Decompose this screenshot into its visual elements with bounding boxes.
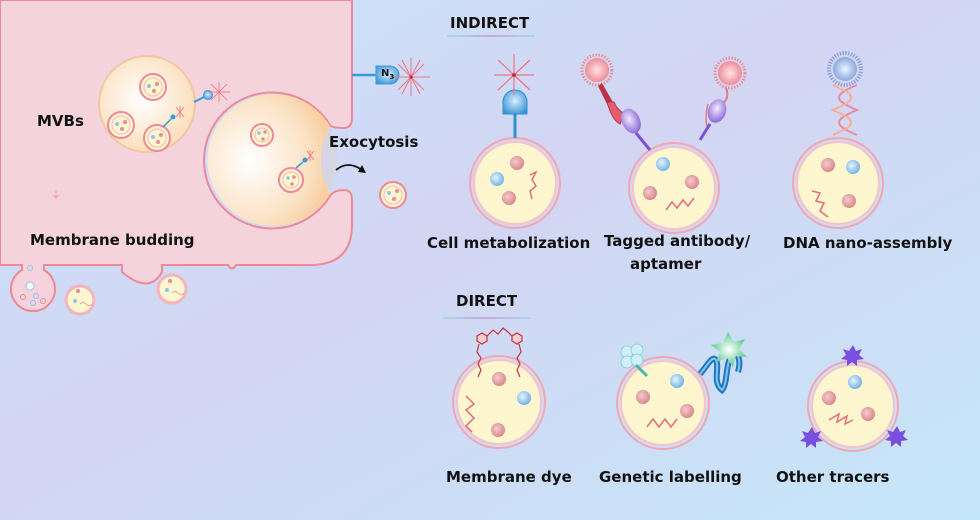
exosome xyxy=(278,150,315,193)
exosome-other-tracers xyxy=(807,360,899,452)
azide-subscript: 3 xyxy=(389,73,395,81)
section-header-indirect: INDIRECT xyxy=(450,14,530,32)
indirect-underline xyxy=(447,35,535,37)
intraluminal-vesicle xyxy=(139,73,167,101)
released-microvesicle xyxy=(156,273,188,305)
protein-blue xyxy=(656,157,670,171)
budding-vesicle xyxy=(20,265,46,306)
inner-membrane xyxy=(796,141,880,225)
intraluminal-vesicle xyxy=(143,106,185,152)
rna-strand xyxy=(646,417,678,429)
released-microvesicle xyxy=(64,284,96,316)
rna-strand xyxy=(464,395,476,433)
label-cell-metabolization: Cell metabolization xyxy=(427,234,591,252)
dna-nano-assembly-probe xyxy=(827,51,863,136)
protein-blue xyxy=(490,172,504,186)
azide-symbol: N xyxy=(381,68,390,79)
label-tagged-antibody-line2: aptamer xyxy=(630,255,702,273)
exosome-cell-metabolization xyxy=(469,137,561,229)
label-other-tracers: Other tracers xyxy=(776,468,890,486)
antibody-probe-right xyxy=(698,56,747,141)
protein-red xyxy=(502,191,516,205)
label-membrane-dye: Membrane dye xyxy=(446,468,572,486)
protein-blue xyxy=(846,160,860,174)
other-tracers xyxy=(800,345,908,448)
protein-red xyxy=(680,404,694,418)
protein-red xyxy=(510,156,524,170)
mvbs-label: MVBs xyxy=(37,112,84,130)
rna-strand xyxy=(828,412,854,426)
rna-strand xyxy=(529,170,538,200)
protein-blue xyxy=(670,374,684,388)
antibody-probe-left xyxy=(580,53,652,151)
intraluminal-vesicle xyxy=(107,111,135,139)
inner-membrane xyxy=(473,141,557,225)
exosome-dna-nano-assembly xyxy=(792,137,884,229)
protein-red xyxy=(492,372,506,386)
fluorophore-icon xyxy=(208,82,230,102)
exosome-genetic-labelling xyxy=(616,356,710,450)
label-genetic-labelling: Genetic labelling xyxy=(599,468,742,486)
rna-strand xyxy=(811,190,829,218)
protein-red xyxy=(861,407,875,421)
protein-blue xyxy=(848,375,862,389)
exosome xyxy=(250,123,274,147)
click-chemistry-probe xyxy=(494,54,534,138)
mvb xyxy=(98,55,230,153)
protein-red xyxy=(822,391,836,405)
exocytosis-label: Exocytosis xyxy=(329,133,419,151)
inner-membrane xyxy=(456,359,542,445)
outer-membrane xyxy=(616,356,710,450)
label-dna-nano-assembly: DNA nano-assembly xyxy=(783,234,953,252)
exosome-tagged-antibody xyxy=(628,142,720,234)
rna-strand xyxy=(665,197,695,211)
label-tagged-antibody-line1: Tagged antibody/ xyxy=(604,232,751,250)
protein-blue xyxy=(517,391,531,405)
inner-membrane xyxy=(620,360,706,446)
section-header-direct: DIRECT xyxy=(456,292,518,310)
exocytosis-pit xyxy=(207,94,338,226)
protein-red xyxy=(491,423,505,437)
inner-membrane xyxy=(811,364,895,448)
protein-red xyxy=(636,390,650,404)
azide-label: N3 xyxy=(381,68,394,81)
direct-underline xyxy=(443,317,531,319)
azide-probe xyxy=(352,58,430,96)
protein-red xyxy=(685,175,699,189)
exosome-membrane-dye xyxy=(452,355,546,449)
outer-membrane xyxy=(792,137,884,229)
protein-red xyxy=(643,186,657,200)
inner-membrane xyxy=(632,146,716,230)
outer-membrane xyxy=(628,142,720,234)
genetic-labelling-probes xyxy=(620,332,747,395)
membrane-dye-molecule xyxy=(476,327,523,378)
protein-red xyxy=(821,158,835,172)
exocytosis-arrow xyxy=(335,164,363,171)
protein-red xyxy=(842,194,856,208)
outer-membrane xyxy=(452,355,546,449)
membrane-budding-label: Membrane budding xyxy=(30,231,195,249)
released-exosome xyxy=(379,181,407,209)
